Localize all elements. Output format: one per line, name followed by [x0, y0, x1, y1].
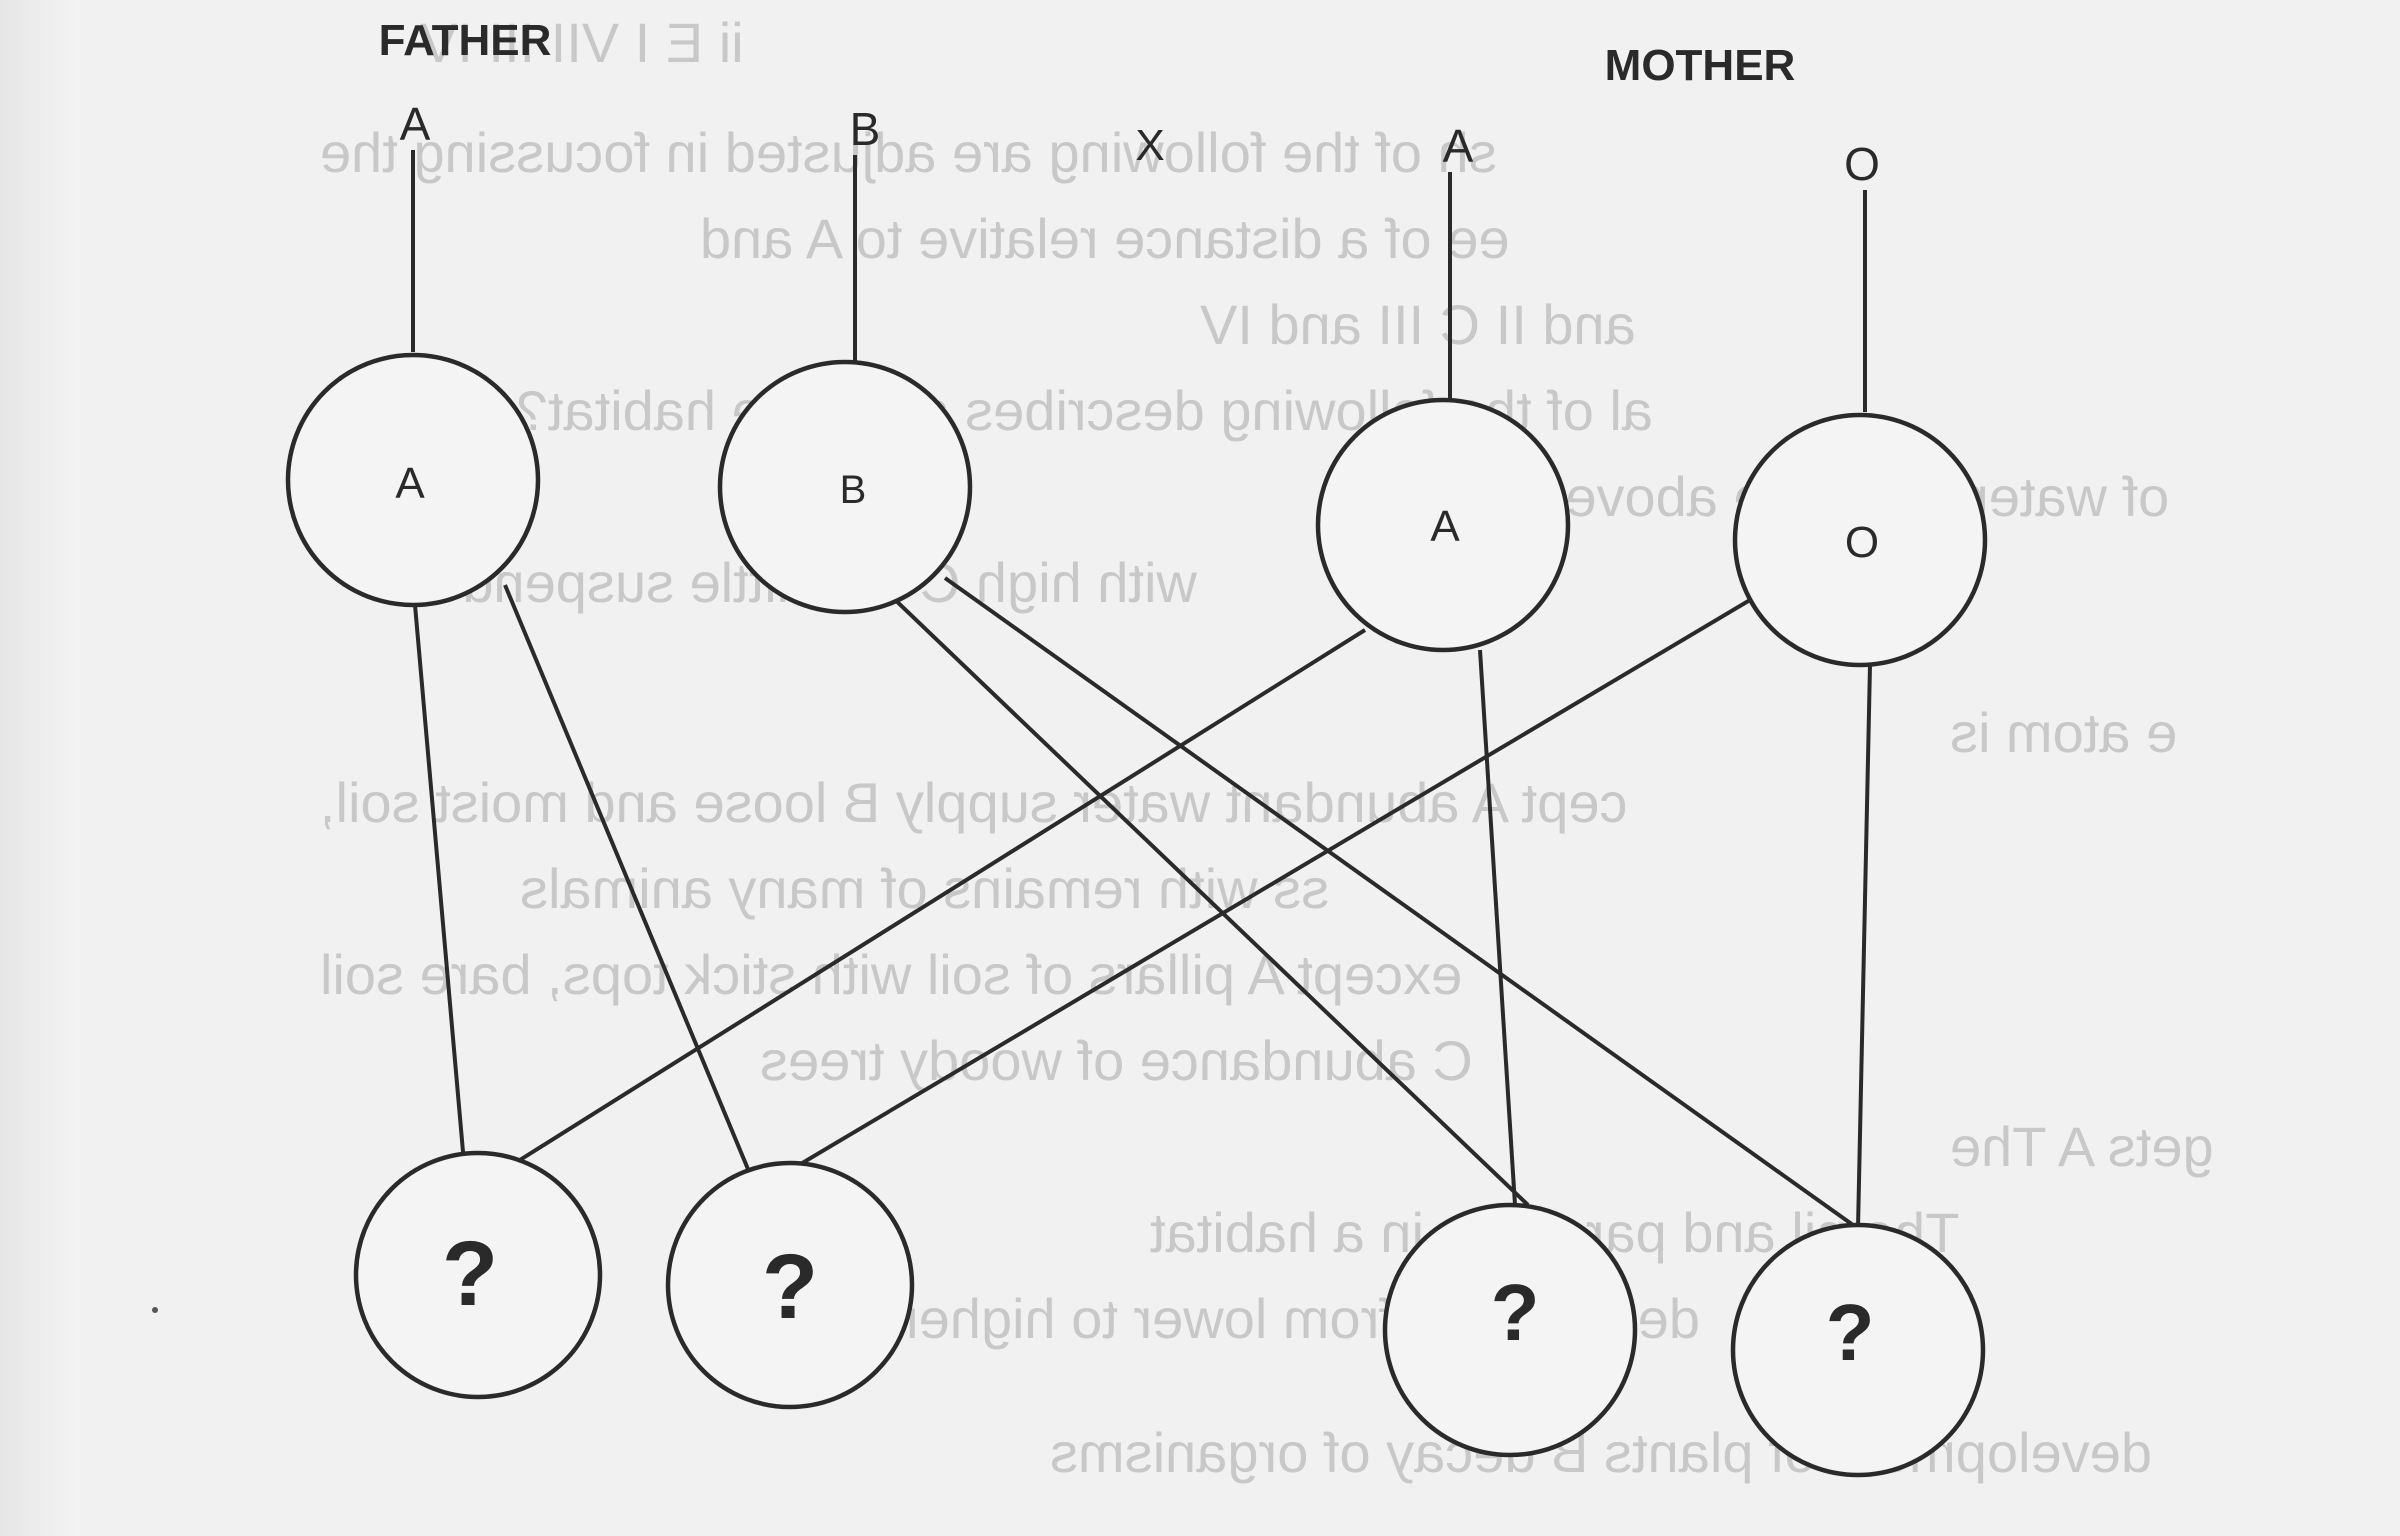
gamete-circles: [285, 352, 1988, 668]
offspring-circle-4: [1730, 1222, 1986, 1478]
offspring-circles: [353, 1150, 1986, 1478]
connector-lines: [411, 150, 1872, 1232]
offspring-label-3: ?: [1491, 1268, 1540, 1357]
line-fa-child2: [503, 584, 762, 1199]
gamete-circle-father-a: [285, 352, 541, 608]
line-fb-child4: [943, 576, 1862, 1232]
line-mo-child2: [738, 598, 1752, 1202]
offspring-circle-2: [665, 1160, 915, 1410]
cross-symbol: X: [1135, 121, 1164, 170]
line-ma-child1: [478, 628, 1367, 1187]
father-allele-a: A: [400, 98, 431, 150]
offspring-circle-1: [353, 1150, 603, 1400]
gamete-label-mother-a: A: [1430, 502, 1460, 551]
gamete-circle-mother-o: [1732, 412, 1988, 668]
mother-label: MOTHER: [1605, 41, 1796, 90]
gamete-label-mother-o: O: [1845, 518, 1879, 567]
stray-dot: [152, 1307, 158, 1313]
line-fa-child1: [413, 604, 468, 1187]
line-fb-child3: [888, 593, 1530, 1207]
line-mo-child4: [1856, 664, 1872, 1229]
mother-allele-a: A: [1443, 120, 1474, 172]
offspring-circle-3: [1382, 1202, 1638, 1458]
gamete-circle-father-b: [717, 359, 973, 615]
line-ma-child3: [1478, 649, 1517, 1206]
offspring-label-2: ?: [762, 1236, 818, 1338]
father-label: FATHER: [379, 16, 552, 65]
gamete-label-father-b: B: [840, 468, 867, 512]
gamete-label-father-a: A: [395, 459, 425, 508]
mother-allele-o: O: [1844, 138, 1880, 190]
offspring-label-4: ?: [1826, 1288, 1875, 1377]
father-allele-b: B: [850, 103, 881, 155]
offspring-label-1: ?: [442, 1223, 498, 1325]
page-edge-shadow: [0, 0, 80, 1536]
gamete-circle-mother-a: [1315, 397, 1571, 653]
